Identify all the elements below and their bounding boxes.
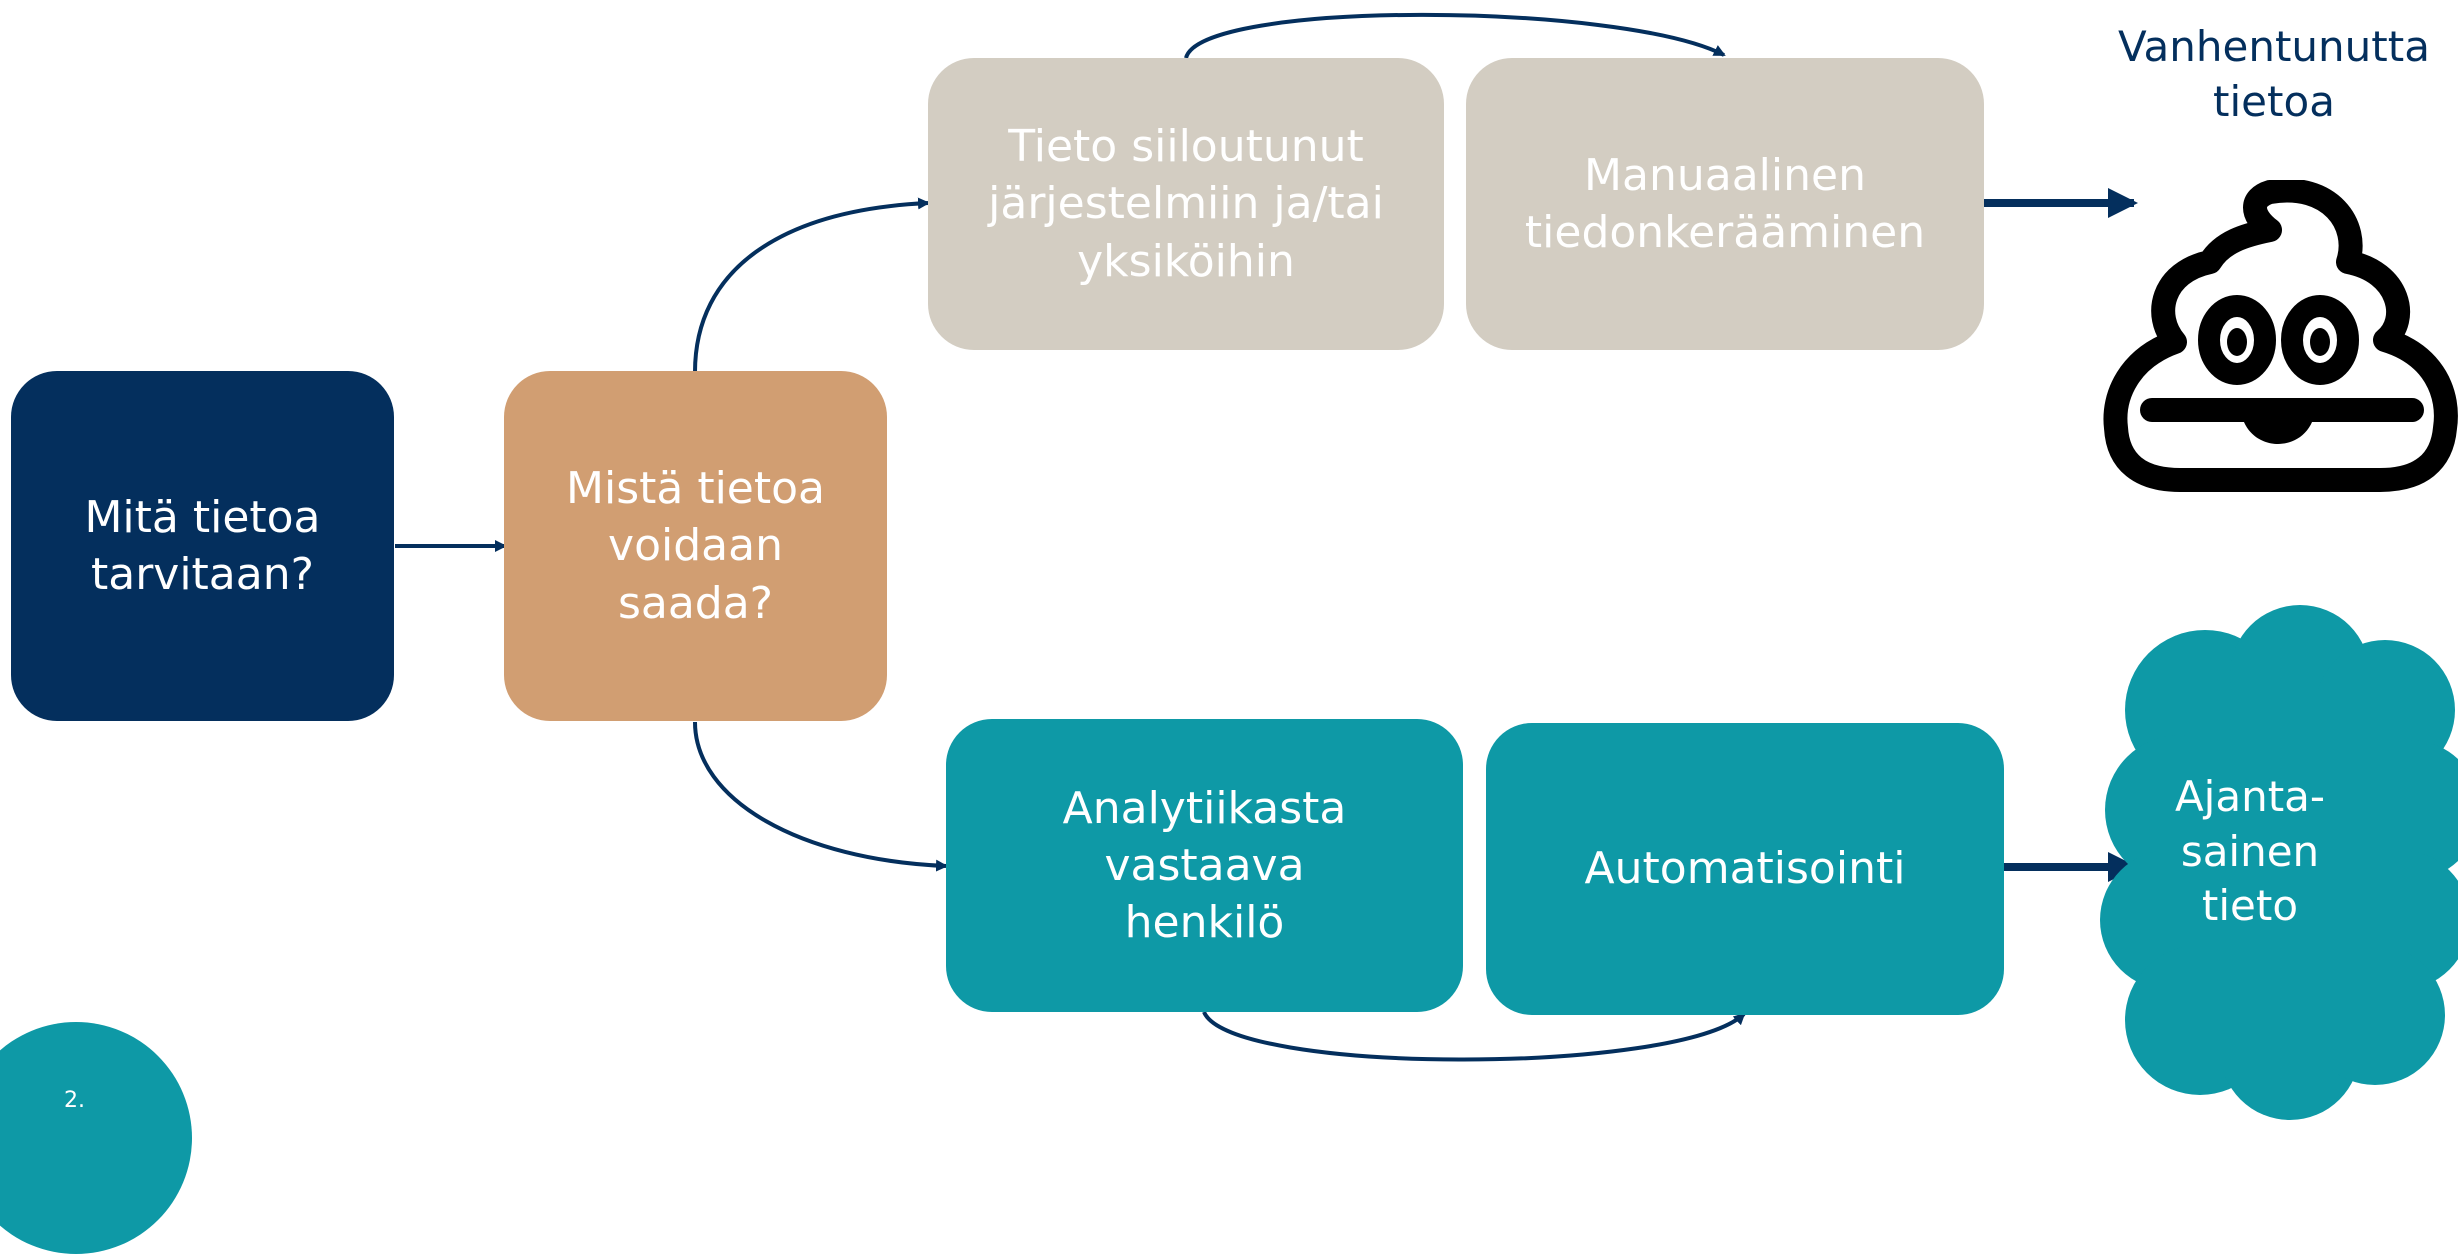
arrow-source-to-analyst (693, 721, 948, 872)
arrow-siloed-to-manual (1184, 12, 1726, 59)
node-manual-collection: Manuaalinen tiedonkerääminen (1466, 58, 1984, 350)
poop-emoji-icon (2103, 180, 2458, 492)
node-siloed-data: Tieto siiloutunut järjestelmiin ja/tai y… (928, 58, 1444, 350)
arrow-analyst-to-automation (1202, 1011, 1746, 1062)
outcome-outdated-label: Vanhentunutta tietoa (2118, 22, 2430, 126)
connector-layer (395, 12, 2138, 1062)
node-what-info-needed: Mitä tietoa tarvitaan? (11, 371, 394, 721)
arrow-source-to-siloed (693, 197, 930, 373)
node-analytics-person: Analytiikasta vastaava henkilö (946, 719, 1463, 1012)
node-where-info-from: Mistä tietoa voidaan saada? (504, 371, 887, 721)
timely-data-cloud (2100, 605, 2458, 1120)
node-automation: Automatisointi (1486, 723, 2004, 1015)
outcome-timely-label: Ajanta- sainen tieto (2174, 772, 2326, 931)
page-number: 2. (64, 1088, 85, 1113)
